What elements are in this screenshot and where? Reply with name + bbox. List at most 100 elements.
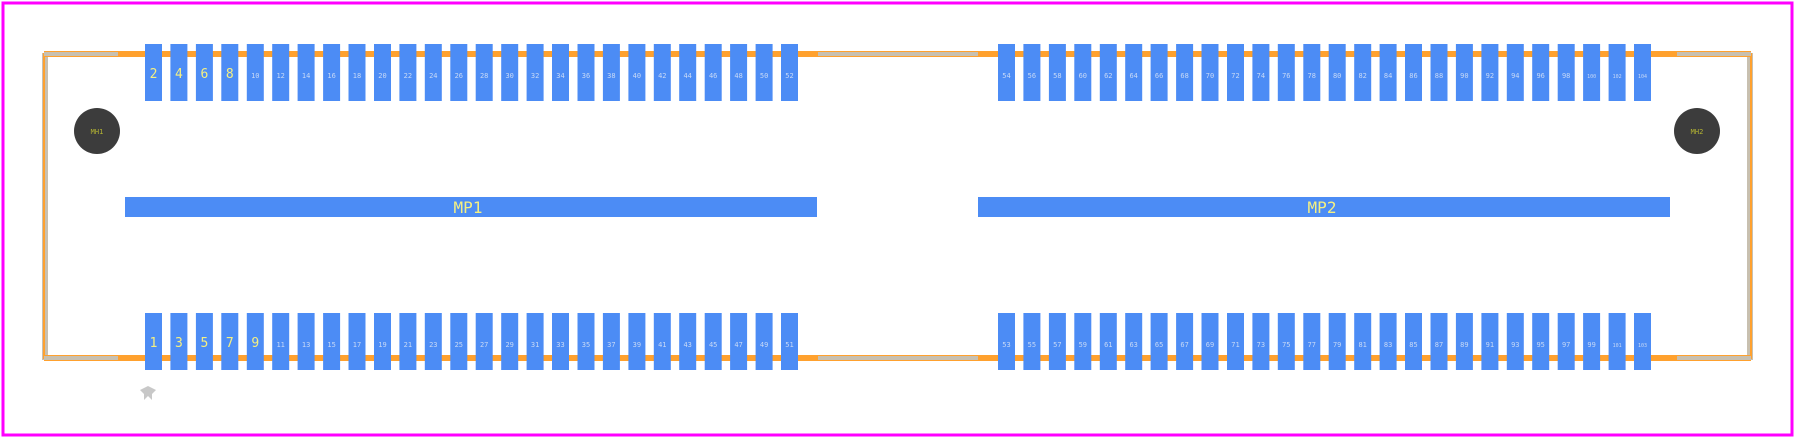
- pad-20: [374, 44, 391, 101]
- pad-label-56: 56: [1028, 72, 1036, 80]
- pad-49: [755, 313, 773, 370]
- pad-label-85: 85: [1409, 341, 1417, 349]
- pad-label-1: 1: [150, 336, 158, 351]
- pad-85: [1405, 313, 1422, 370]
- pad-label-93: 93: [1511, 341, 1519, 349]
- pad-70: [1201, 44, 1219, 101]
- pad-label-44: 44: [683, 72, 691, 80]
- pad-98: [1557, 44, 1575, 101]
- pad-label-21: 21: [404, 341, 412, 349]
- pad-label-24: 24: [429, 72, 437, 80]
- mounting-hole-circle: [74, 108, 120, 154]
- pad-10: [246, 44, 264, 101]
- pad-81: [1354, 313, 1372, 370]
- pad-13: [297, 313, 315, 370]
- mounting-hole-circle: [1674, 108, 1720, 154]
- pad-label-55: 55: [1028, 341, 1036, 349]
- pad-label-65: 65: [1155, 341, 1163, 349]
- pad-77: [1303, 313, 1321, 370]
- pad-label-62: 62: [1104, 72, 1112, 80]
- pad-96: [1532, 44, 1550, 101]
- pad-label-64: 64: [1129, 72, 1137, 80]
- pad-label-89: 89: [1460, 341, 1468, 349]
- pad-label-9: 9: [251, 336, 259, 351]
- pad-56: [1023, 44, 1041, 101]
- pad-label-2: 2: [150, 67, 158, 82]
- pad-label-50: 50: [760, 72, 768, 80]
- pad-24: [424, 44, 442, 101]
- pad-104: [1634, 44, 1651, 101]
- pad-label-73: 73: [1257, 341, 1265, 349]
- pad-84: [1379, 44, 1397, 101]
- pad-label-54: 54: [1002, 72, 1010, 80]
- pad-label-77: 77: [1308, 341, 1316, 349]
- pad-label-15: 15: [327, 341, 335, 349]
- pad-label-101: 101: [1613, 343, 1622, 349]
- pad-label-46: 46: [709, 72, 717, 80]
- pad-label-102: 102: [1613, 74, 1622, 80]
- pad-4: [170, 44, 188, 101]
- pad-label-10: 10: [251, 72, 259, 80]
- pad-11: [272, 313, 290, 370]
- pad-88: [1430, 44, 1448, 101]
- pad-label-6: 6: [200, 67, 208, 82]
- pad-3: [170, 313, 188, 370]
- pad-87: [1430, 313, 1448, 370]
- pad-8: [221, 44, 239, 101]
- pad-6: [195, 44, 213, 101]
- pad-72: [1227, 44, 1244, 101]
- pad-91: [1481, 313, 1499, 370]
- pad-label-103: 103: [1638, 343, 1647, 349]
- pad-82: [1354, 44, 1372, 101]
- pad-28: [475, 44, 493, 101]
- pad-14: [297, 44, 315, 101]
- mounting-pad-shape: [125, 197, 817, 217]
- pad-1: [145, 313, 162, 370]
- pad-label-49: 49: [760, 341, 768, 349]
- pad-63: [1125, 313, 1143, 370]
- pad-19: [374, 313, 391, 370]
- pad-label-59: 59: [1079, 341, 1087, 349]
- pad-35: [577, 313, 595, 370]
- outline-top-right-segment: [1677, 52, 1751, 56]
- pad-label-32: 32: [531, 72, 539, 80]
- pad-68: [1176, 44, 1194, 101]
- pad-label-34: 34: [556, 72, 564, 80]
- outline-bottom-right-segment: [1677, 356, 1751, 360]
- pad-93: [1506, 313, 1524, 370]
- pad-label-7: 7: [226, 336, 234, 351]
- pad-32: [526, 44, 544, 101]
- pad-76: [1277, 44, 1295, 101]
- pad-label-99: 99: [1587, 341, 1595, 349]
- pad-29: [501, 313, 519, 370]
- pad-label-92: 92: [1486, 72, 1494, 80]
- pad-97: [1557, 313, 1575, 370]
- pad-37: [602, 313, 620, 370]
- pad-label-76: 76: [1282, 72, 1290, 80]
- pad-27: [475, 313, 493, 370]
- pad-17: [348, 313, 366, 370]
- pad-5: [195, 313, 213, 370]
- pad-label-68: 68: [1180, 72, 1188, 80]
- pad-label-45: 45: [709, 341, 717, 349]
- pad-47: [730, 313, 748, 370]
- pad-label-22: 22: [404, 72, 412, 80]
- pad-label-25: 25: [455, 341, 463, 349]
- pad-65: [1150, 313, 1168, 370]
- pad-100: [1583, 44, 1601, 101]
- pad-label-78: 78: [1308, 72, 1316, 80]
- mounting-pad-shape: [978, 197, 1670, 217]
- pad-61: [1099, 313, 1117, 370]
- pad-label-52: 52: [785, 72, 793, 80]
- outline-top-center-segment: [818, 52, 978, 56]
- pad-75: [1277, 313, 1295, 370]
- pad-69: [1201, 313, 1219, 370]
- pad-label-41: 41: [658, 341, 666, 349]
- pad-71: [1227, 313, 1244, 370]
- pad-62: [1099, 44, 1117, 101]
- pad-label-28: 28: [480, 72, 488, 80]
- pad-label-100: 100: [1587, 74, 1596, 80]
- pad-94: [1506, 44, 1524, 101]
- pad-26: [450, 44, 468, 101]
